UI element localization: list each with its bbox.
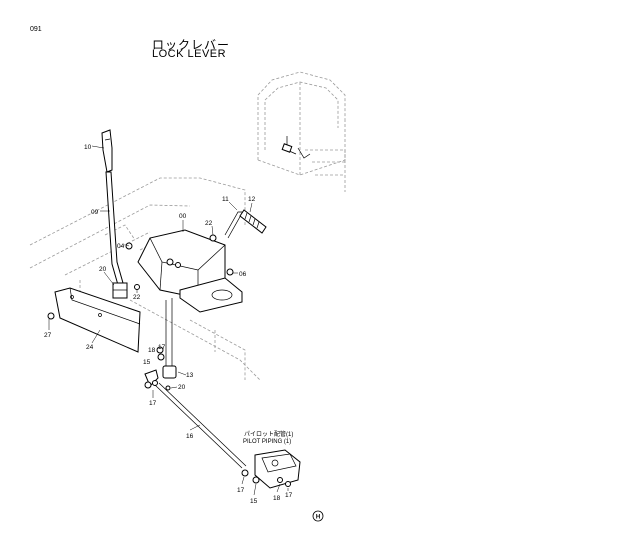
title-japanese: ロックレバー — [152, 38, 231, 52]
pilot-piping-note-en: PILOT PIPING (1) — [243, 439, 291, 445]
callout-27: 27 — [44, 332, 52, 339]
callout-15-lower: 15 — [250, 498, 258, 505]
control-cable — [154, 382, 260, 484]
page-number: 091 — [30, 26, 42, 33]
callout-17-lower: 17 — [237, 487, 245, 494]
linkage-assembly — [144, 298, 177, 391]
bolt-06 — [226, 268, 234, 276]
callout-09: 09 — [91, 209, 99, 216]
callout-18-lower: 18 — [273, 495, 281, 502]
callout-22-lower: 22 — [133, 294, 141, 301]
callout-00: 00 — [179, 213, 187, 220]
callout-17-right: 17 — [285, 492, 293, 499]
cover-plate — [54, 287, 141, 353]
callout-06: 06 — [239, 271, 247, 278]
machine-frame-outline — [29, 177, 261, 381]
callout-15-upper: 15 — [143, 359, 151, 366]
title-english: LOCK LEVER — [152, 48, 227, 60]
callout-20-lower: 20 — [178, 384, 186, 391]
callout-22-upper: 22 — [205, 220, 213, 227]
callout-12: 12 — [248, 196, 256, 203]
lever-box-cover — [137, 229, 243, 313]
callout-16: 16 — [186, 433, 194, 440]
callout-17-mid: 17 — [149, 400, 157, 407]
pilot-valve — [254, 449, 301, 489]
manufacturer-logo: H — [312, 510, 324, 522]
pilot-piping-note-jp: パイロット配管(1) — [244, 430, 293, 438]
callout-24: 24 — [86, 344, 94, 351]
callout-11: 11 — [222, 196, 229, 203]
spring-assembly — [209, 209, 267, 242]
callout-04: 04 — [117, 243, 125, 250]
callout-17-upper: 17 — [158, 344, 166, 351]
leader-lines — [48, 145, 289, 496]
bolt-27 — [47, 312, 55, 320]
callout-10: 10 — [84, 144, 92, 151]
excavator-cab-sketch — [257, 71, 346, 192]
lever-rod — [105, 171, 126, 293]
callout-20-upper: 20 — [99, 266, 107, 273]
lever-grip — [101, 129, 113, 173]
bolt-22b — [134, 284, 140, 290]
callout-18-upper: 18 — [148, 347, 156, 354]
callout-13: 13 — [186, 372, 194, 379]
lever-base-bracket — [112, 282, 128, 299]
svg-text:H: H — [316, 515, 320, 521]
